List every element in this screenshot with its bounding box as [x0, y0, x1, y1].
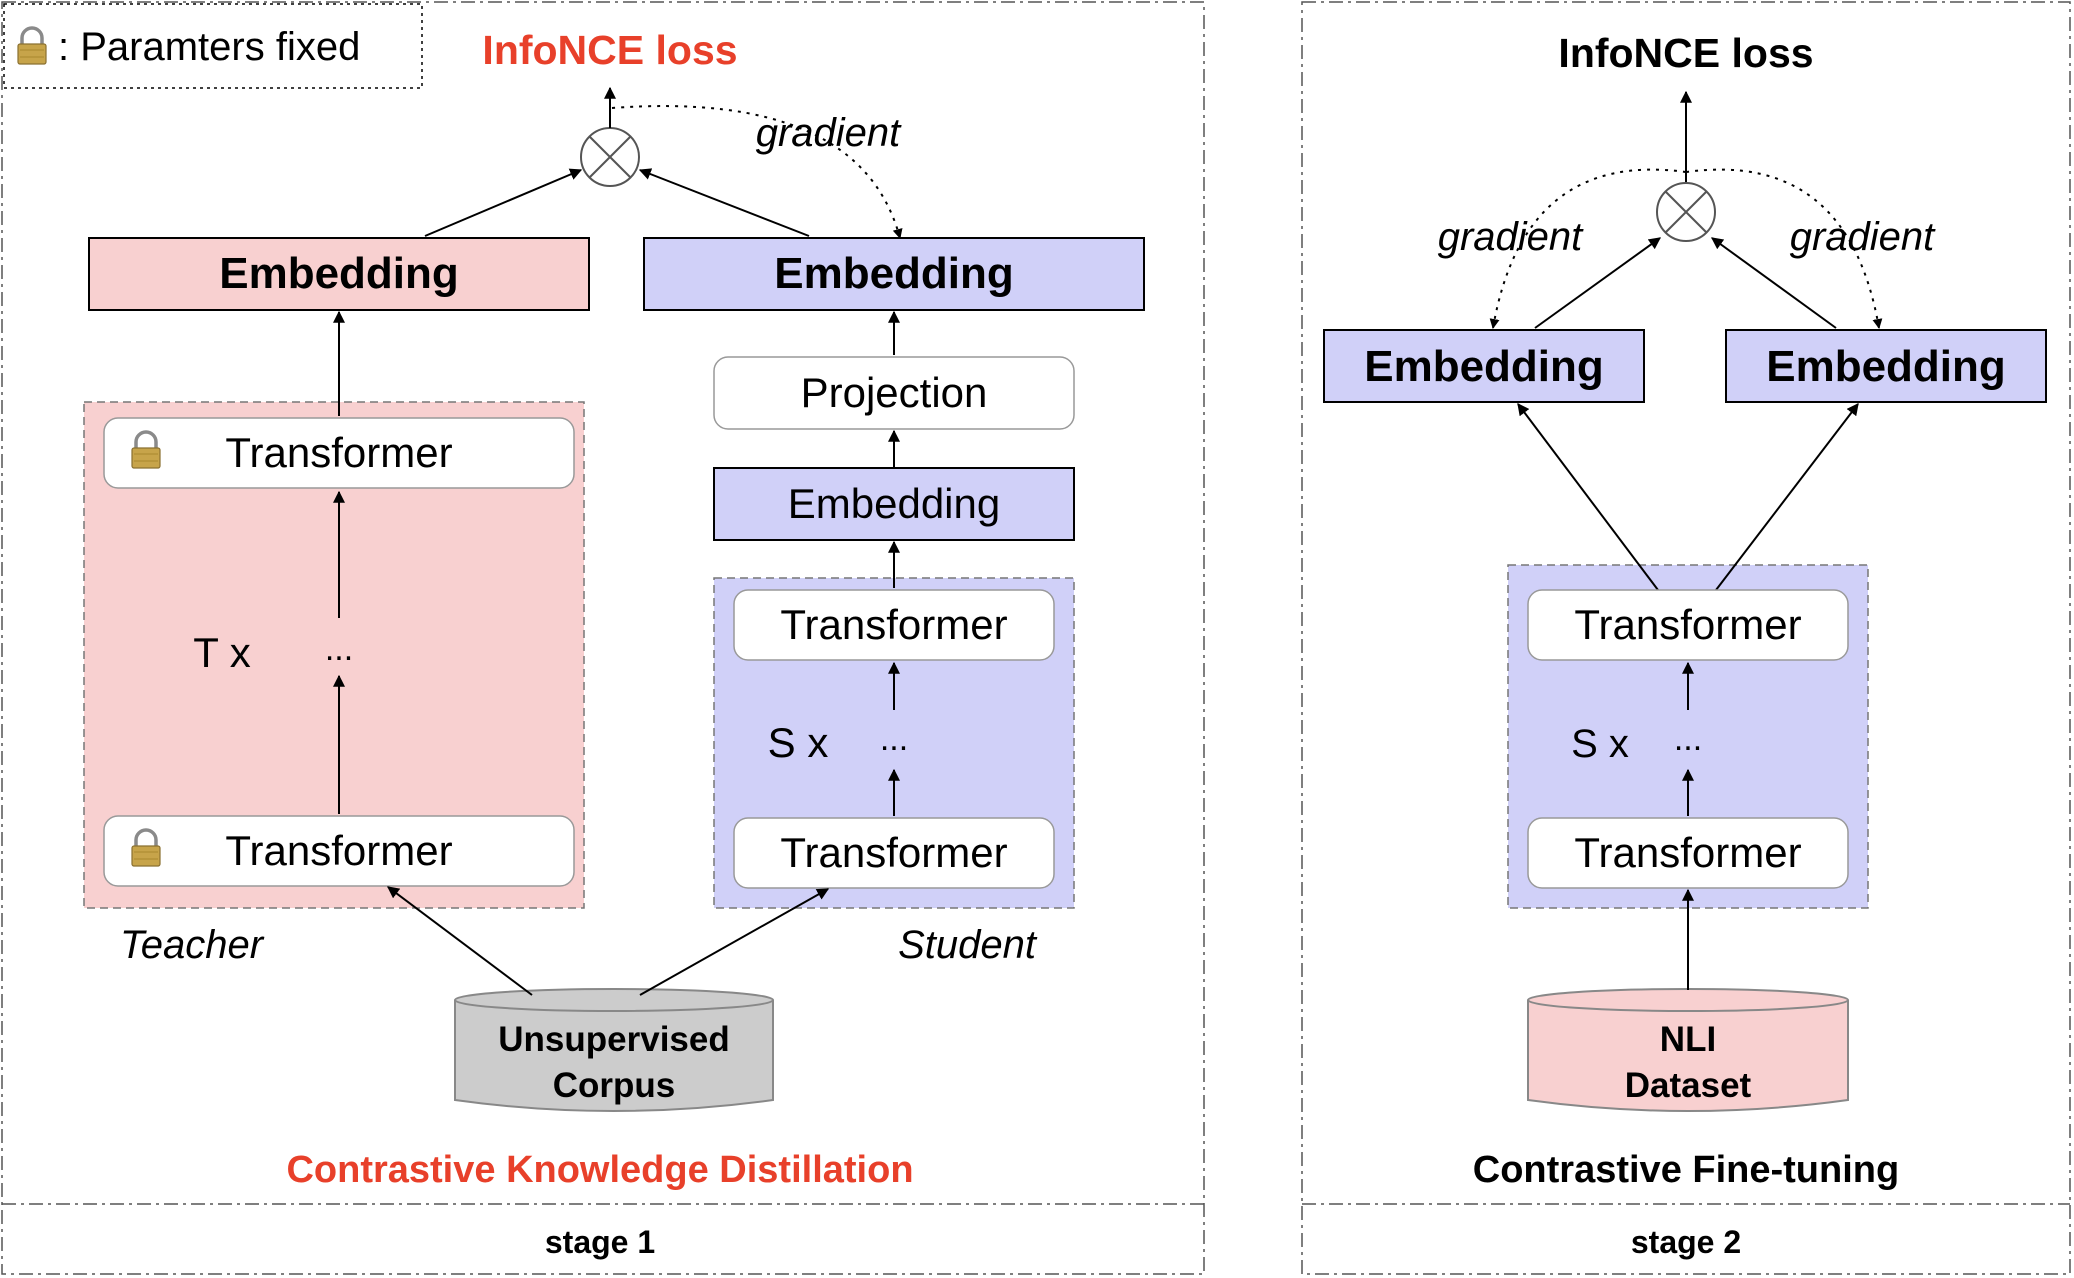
- teacher-repeat-label: T x: [193, 629, 251, 676]
- corpus-line1: Unsupervised: [498, 1020, 729, 1059]
- teacher-transformer-top: Transformer: [103, 417, 575, 489]
- nli-dataset-db: NLI Dataset: [1527, 988, 1849, 1112]
- arrow-teacher-to-mult: [424, 168, 583, 237]
- stage1-caption: Contrastive Knowledge Distillation: [286, 1149, 913, 1191]
- student-embedding-mid-box: Embedding: [713, 467, 1075, 541]
- gradient-curve: [611, 105, 903, 239]
- teacher-ellipsis: ...: [325, 630, 353, 668]
- stage1-loss-title: InfoNCE loss: [482, 27, 737, 73]
- gradient-curve-left: [1489, 168, 1687, 329]
- arrow-corpus-to-student: [639, 888, 830, 996]
- student-transformer-top-label: Transformer: [780, 601, 1007, 648]
- student-repeat-label: S x: [768, 719, 829, 766]
- teacher-transformer-bottom: Transformer: [103, 815, 575, 887]
- projection-label: Projection: [801, 369, 988, 416]
- stage1-label: stage 1: [545, 1224, 655, 1260]
- legend-text: : Paramters fixed: [58, 25, 360, 69]
- stage2-embedding-left-box: Embedding: [1323, 329, 1645, 403]
- stage2-label: stage 2: [1631, 1224, 1741, 1260]
- stage2-transformer-top-label: Transformer: [1574, 601, 1801, 648]
- student-embedding-top-box: Embedding: [643, 237, 1145, 311]
- arrow-corpus-to-teacher: [387, 886, 533, 996]
- student-transformer-top: Transformer: [733, 589, 1055, 661]
- arrow-right-embedding-to-mult: [1711, 237, 1837, 329]
- student-label: Student: [898, 923, 1038, 967]
- student-embedding-top-label: Embedding: [774, 249, 1014, 298]
- teacher-embedding-label: Embedding: [219, 249, 459, 298]
- legend: : Paramters fixed: [3, 3, 423, 89]
- stage2-embedding-right-box: Embedding: [1725, 329, 2047, 403]
- dataset-line2: Dataset: [1625, 1066, 1752, 1105]
- stage2-embedding-right-label: Embedding: [1766, 342, 2006, 391]
- multiply-node: [580, 127, 640, 187]
- teacher-embedding-box: Embedding: [88, 237, 590, 311]
- arrow-transformer-to-left-embedding: [1517, 403, 1659, 591]
- stage2-caption: Contrastive Fine-tuning: [1473, 1149, 1899, 1191]
- gradient-label: gradient: [756, 111, 902, 155]
- multiply-node-stage2: [1656, 182, 1716, 242]
- stage2-panel: [1301, 1, 2071, 1275]
- stage2-transformer-bottom: Transformer: [1527, 817, 1849, 889]
- corpus-line2: Corpus: [553, 1066, 676, 1105]
- arrow-left-embedding-to-mult: [1534, 237, 1661, 329]
- teacher-transformer-top-label: Transformer: [225, 429, 452, 476]
- teacher-label: Teacher: [120, 923, 265, 967]
- student-transformer-bottom: Transformer: [733, 817, 1055, 889]
- arrow-student-to-mult: [638, 168, 810, 237]
- gradient-curve-right: [1685, 168, 1883, 329]
- stage2-embedding-left-label: Embedding: [1364, 342, 1604, 391]
- arrow-transformer-to-right-embedding: [1715, 403, 1859, 591]
- gradient-label-left: gradient: [1438, 215, 1584, 259]
- teacher-transformer-bottom-label: Transformer: [225, 827, 452, 874]
- stage2-repeat-label: S x: [1571, 722, 1629, 766]
- student-ellipsis: ...: [880, 720, 908, 758]
- student-embedding-mid-label: Embedding: [788, 480, 1000, 527]
- unsupervised-corpus-db: Unsupervised Corpus: [454, 988, 774, 1112]
- stage2-transformer-bottom-label: Transformer: [1574, 829, 1801, 876]
- dataset-line1: NLI: [1660, 1020, 1716, 1059]
- stage2-ellipsis: ...: [1674, 720, 1702, 758]
- projection-box: Projection: [713, 356, 1075, 430]
- gradient-label-right: gradient: [1790, 215, 1936, 259]
- stage2-loss-title: InfoNCE loss: [1558, 30, 1813, 76]
- student-transformer-bottom-label: Transformer: [780, 829, 1007, 876]
- stage1-panel: [1, 1, 1205, 1275]
- stage2-transformer-top: Transformer: [1527, 589, 1849, 661]
